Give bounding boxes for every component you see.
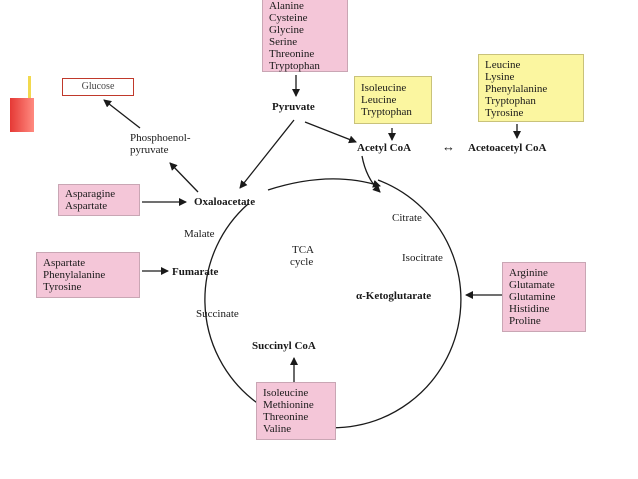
aa-box-to-ketoglutarate: Arginine Glutamate Glutamine Histidine P… — [502, 262, 586, 332]
aa-label: Tryptophan — [485, 95, 536, 107]
aa-label: Isoleucine — [361, 82, 407, 94]
acetoacetyl-coa-label: Acetoacetyl CoA — [468, 142, 547, 154]
aa-label: Aspartate — [65, 200, 108, 212]
aa-label: Phenylalanine — [43, 269, 106, 281]
arrow-pyruvate-to-oxaloacetate — [239, 119, 295, 189]
aa-box-to-succinyl-coa: Isoleucine Methionine Threonine Valine — [256, 382, 336, 440]
aa-label: Cysteine — [269, 12, 308, 24]
aa-label: Phenylalanine — [485, 83, 548, 95]
aa-box-to-fumarate: Aspartate Phenylalanine Tyrosine — [36, 252, 140, 298]
aa-label: Arginine — [509, 267, 548, 279]
aa-label: Serine — [269, 36, 298, 48]
aa-label: Alanine — [269, 0, 304, 12]
aa-label: Asparagine — [65, 188, 116, 200]
aa-label: Glutamate — [509, 279, 555, 291]
fumarate-label: Fumarate — [172, 266, 219, 278]
aa-label: Leucine — [485, 59, 521, 71]
malate-label: Malate — [184, 228, 215, 240]
aa-label: Tyrosine — [485, 107, 524, 119]
aa-label: Tryptophan — [361, 106, 412, 118]
aa-label: Threonine — [269, 48, 315, 60]
aa-label: Valine — [263, 423, 292, 435]
aa-label: Aspartate — [43, 257, 86, 269]
aa-label: Tyrosine — [43, 281, 82, 293]
aa-label: Glycine — [269, 24, 304, 36]
tca-label-line1: TCA — [292, 244, 314, 256]
glucose-label: Glucose — [62, 78, 134, 96]
succinyl-coa-label: Succinyl CoA — [252, 340, 316, 352]
aa-box-to-acetoacetyl-coa: Leucine Lysine Phenylalanine Tryptophan … — [478, 54, 584, 122]
aa-label: Isoleucine — [263, 387, 309, 399]
aa-label: Glutamine — [509, 291, 556, 303]
aa-box-to-acetyl-coa: Isoleucine Leucine Tryptophan — [354, 76, 432, 124]
arrow-oxaloacetate-to-pep — [169, 162, 199, 193]
exchange-arrow-label: ↔ — [442, 139, 455, 154]
isocitrate-label: Isocitrate — [402, 252, 443, 264]
aa-label: Leucine — [361, 94, 397, 106]
aa-box-to-oxaloacetate: Asparagine Aspartate — [58, 184, 140, 216]
arrow-acetylcoa-to-citrate — [361, 155, 381, 193]
oxaloacetate-to-citrate-arc — [267, 178, 381, 191]
oxaloacetate-label: Oxaloacetate — [194, 196, 256, 208]
aa-label: Threonine — [263, 411, 309, 423]
decorative-red-block — [10, 98, 34, 132]
tca-label-line2: cycle — [290, 256, 314, 268]
aa-label: Proline — [509, 315, 541, 327]
succinate-label: Succinate — [196, 308, 239, 320]
decorative-yellow-bar — [28, 76, 31, 98]
aa-label: Methionine — [263, 399, 314, 411]
pep-label-line2: pyruvate — [130, 144, 169, 156]
arrow-pep-to-glucose — [103, 99, 141, 129]
aa-label: Tryptophan — [269, 60, 320, 72]
aa-label: Lysine — [485, 71, 515, 83]
pyruvate-label: Pyruvate — [272, 101, 315, 113]
tca-cycle-arc — [204, 179, 462, 429]
aa-label: Histidine — [509, 303, 550, 315]
citrate-label: Citrate — [392, 212, 422, 224]
aa-box-to-pyruvate: Alanine Cysteine Glycine Serine Threonin… — [262, 0, 348, 72]
arrow-pyruvate-to-acetylcoa — [304, 121, 357, 144]
acetyl-coa-label: Acetyl CoA — [357, 142, 412, 154]
alpha-ketoglutarate-label: α-Ketoglutarate — [356, 290, 432, 302]
pep-label-line1: Phosphoenol- — [130, 132, 191, 144]
